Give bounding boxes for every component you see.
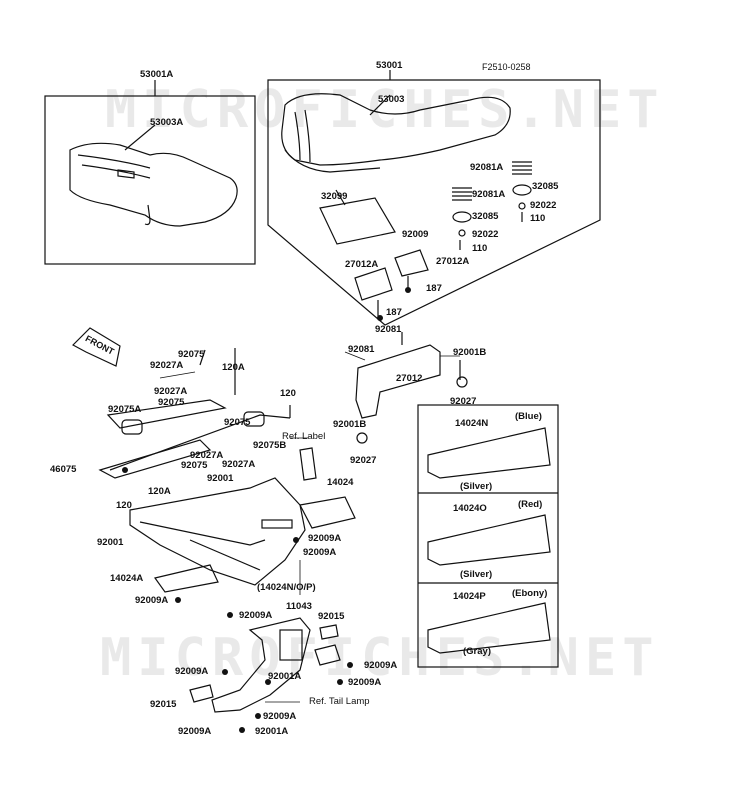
label-32085: 32085 (532, 181, 559, 192)
label-27012: 27012 (396, 373, 423, 384)
part-27012 (355, 344, 441, 419)
label-120a: 120A (222, 362, 245, 373)
tail-cowl (129, 477, 306, 586)
label-92015: 92015 (150, 699, 177, 710)
watermark: MICROFICHES.NET (105, 80, 665, 140)
label-92009a: 92009A (303, 547, 337, 558)
label-120: 120 (280, 388, 296, 399)
label-92075b: 92075B (253, 440, 287, 451)
label-92022: 92022 (472, 229, 499, 240)
seat-53001a-frame (44, 95, 256, 265)
label-92001: 92001 (207, 473, 234, 484)
label-color-ebony: (Ebony) (512, 588, 548, 599)
part-14024a (153, 564, 219, 593)
seat-53001a (69, 142, 238, 227)
part-14024 (299, 496, 356, 529)
seat-53001-frame (267, 79, 601, 326)
panel-14024p (427, 602, 551, 654)
label-53001: 53001 (376, 60, 403, 71)
label-53003a: 53003A (150, 117, 184, 128)
label-14024: 14024 (327, 477, 354, 488)
label-92027a: 92027A (150, 360, 184, 371)
label-92027: 92027 (450, 396, 477, 407)
label-92009a: 92009A (263, 711, 297, 722)
label-14024nop: (14024N/O/P) (257, 582, 316, 593)
label-53001a: 53001A (140, 69, 174, 80)
label-92027a: 92027A (222, 459, 256, 470)
label-92081: 92081 (375, 324, 402, 335)
label-color-silver: (Silver) (460, 569, 493, 580)
label-14024a: 14024A (110, 573, 144, 584)
label-32085: 32085 (472, 211, 499, 222)
label-27012a: 27012A (436, 256, 470, 267)
seat-53001 (281, 93, 511, 166)
label-92081a: 92081A (470, 162, 504, 173)
label-92009a: 92009A (175, 666, 209, 677)
label-120: 120 (116, 500, 132, 511)
label-92081a: 92081A (472, 189, 506, 200)
label-color-red: (Red) (518, 499, 543, 510)
label-92009: 92009 (402, 229, 429, 240)
label-187: 187 (386, 307, 402, 318)
label-92081: 92081 (348, 344, 375, 355)
label-92001b: 92001B (453, 347, 487, 358)
label-92075: 92075 (224, 417, 251, 428)
watermark: MICROFICHES.NET (100, 628, 660, 688)
label-110: 110 (472, 243, 488, 254)
label-92075a: 92075A (108, 404, 142, 415)
label-ref-label: Ref. Label (282, 431, 326, 442)
part-46075 (98, 439, 212, 479)
label-92015: 92015 (318, 611, 345, 622)
label-92075: 92075 (181, 460, 208, 471)
label-14024n: 14024N (455, 418, 489, 429)
label-11043: 11043 (286, 601, 312, 612)
spring-92081a-upper (512, 161, 532, 175)
label-92027: 92027 (350, 455, 377, 466)
label-92022: 92022 (530, 200, 557, 211)
label-92009a: 92009A (239, 610, 273, 621)
label-92075: 92075 (178, 349, 205, 360)
label-92009a: 92009A (348, 677, 382, 688)
label-92001b: 92001B (333, 419, 367, 430)
part-27012a-left (354, 267, 393, 301)
label-32099: 32099 (321, 191, 348, 202)
ref-label-strip (299, 447, 317, 481)
label-46075: 46075 (50, 464, 77, 475)
label-92009a: 92009A (308, 533, 342, 544)
part-11043 (211, 617, 311, 713)
label-color-silver: (Silver) (460, 481, 493, 492)
label-92001a: 92001A (268, 671, 302, 682)
label-14024p: 14024P (453, 591, 486, 602)
label-92027a: 92027A (154, 386, 188, 397)
label-92075: 92075 (158, 397, 185, 408)
label-92009a: 92009A (178, 726, 212, 737)
label-92009a: 92009A (364, 660, 398, 671)
part-32099 (319, 197, 396, 245)
diagram-id: F2510-0258 (482, 62, 531, 72)
label-53003: 53003 (378, 94, 405, 105)
label-187: 187 (426, 283, 442, 294)
color-variants-frame (417, 404, 559, 668)
label-110: 110 (530, 213, 546, 224)
label-14024o: 14024O (453, 503, 487, 514)
panel-14024n (427, 427, 551, 479)
label-27012a: 27012A (345, 259, 379, 270)
label-color-gray: (Gray) (463, 646, 491, 657)
label-92009a: 92009A (135, 595, 169, 606)
label-ref-tail-lamp: Ref. Tail Lamp (309, 696, 370, 707)
label-color-blue: (Blue) (515, 411, 542, 422)
part-27012a-right (394, 249, 429, 277)
rail-92075a (106, 399, 227, 429)
label-92001a: 92001A (255, 726, 289, 737)
label-92027a: 92027A (190, 450, 224, 461)
panel-14024o (427, 514, 551, 566)
label-120a: 120A (148, 486, 171, 497)
label-92001: 92001 (97, 537, 124, 548)
spring-92081a-lower (452, 187, 472, 201)
front-arrow-shape (72, 327, 121, 367)
